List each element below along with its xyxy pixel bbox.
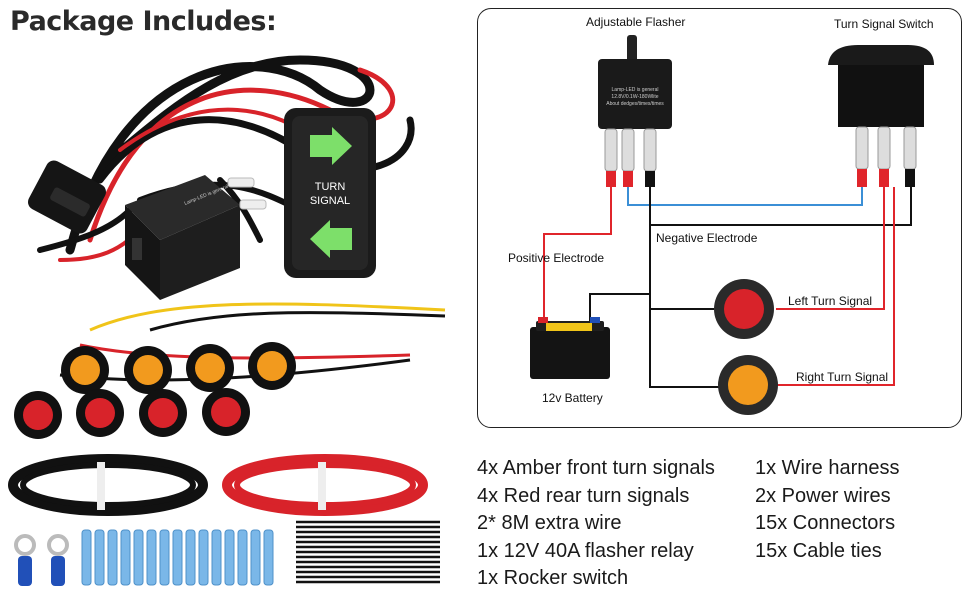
list-item: 1x 12V 40A flasher relay bbox=[477, 539, 694, 562]
negative-label: Negative Electrode bbox=[656, 231, 758, 245]
list-item: 1x Wire harness bbox=[755, 457, 900, 479]
arrow-left-icon bbox=[310, 220, 352, 258]
ring-terminals bbox=[14, 534, 69, 586]
page-title: Package Includes: bbox=[10, 6, 277, 37]
flasher-label: Adjustable Flasher bbox=[586, 15, 686, 29]
flasher-switch-wire bbox=[627, 187, 863, 206]
connector-pair bbox=[227, 177, 267, 210]
wiring-diagram: Lamp-LED is general 12.8V/0.1W-180Wlite … bbox=[477, 8, 962, 428]
switch-ground-wire bbox=[650, 187, 912, 226]
items-list-left: 4x Amber front turn signals 4x Red rear … bbox=[477, 455, 715, 593]
heat-shrink-connectors bbox=[81, 529, 274, 586]
list-item: 15x Cable ties bbox=[755, 539, 882, 562]
adjustable-flasher: Lamp-LED is general 12.8V/0.1W-180Wlite … bbox=[598, 35, 672, 187]
right-turn-light bbox=[718, 355, 778, 415]
flasher-chip-text-3: About dedges/times/times bbox=[606, 101, 664, 107]
flasher-chip-text-1: Lamp-LED is general bbox=[612, 87, 659, 93]
right-signal-label: Right Turn Signal bbox=[796, 370, 889, 384]
flasher-chip-text-2: 12.8V/0.1W-180Wlite bbox=[611, 94, 658, 100]
rocker-switch: TURN SIGNAL bbox=[284, 108, 376, 278]
left-turn-light bbox=[714, 279, 774, 339]
turn-signal-switch bbox=[828, 45, 934, 187]
list-item: 2x Power wires bbox=[755, 484, 891, 507]
items-list-right: 1x Wire harness 2x Power wires 15x Conne… bbox=[755, 455, 900, 565]
red-lights bbox=[14, 388, 250, 439]
left-signal-wire bbox=[776, 187, 885, 310]
amber-lights bbox=[61, 342, 296, 394]
switch-label-line1: TURN bbox=[315, 181, 346, 193]
list-item: 1x Rocker switch bbox=[477, 567, 629, 589]
cable-ties bbox=[296, 520, 440, 584]
arrow-right-icon bbox=[310, 127, 352, 165]
list-item: 2* 8M extra wire bbox=[477, 512, 622, 534]
list-item: 4x Amber front turn signals bbox=[477, 457, 715, 479]
battery-negative-wire bbox=[589, 293, 650, 327]
list-item: 4x Red rear turn signals bbox=[477, 484, 690, 507]
wiring-diagram-graphic: Lamp-LED is general 12.8V/0.1W-180Wlite … bbox=[530, 35, 934, 415]
right-signal-wire bbox=[776, 187, 895, 386]
product-photo: Lamp-LED is general TURN SIGNAL bbox=[8, 55, 446, 586]
left-signal-label: Left Turn Signal bbox=[788, 294, 873, 308]
battery-label: 12v Battery bbox=[542, 391, 603, 405]
switch-label: Turn Signal Switch bbox=[834, 17, 934, 31]
flasher-relay: Lamp-LED is general bbox=[125, 175, 240, 300]
fuse-holder bbox=[28, 160, 106, 234]
list-item: 15x Connectors bbox=[755, 512, 896, 534]
black-wire-coil bbox=[8, 454, 208, 516]
positive-wire bbox=[543, 187, 612, 327]
battery bbox=[530, 317, 610, 379]
switch-label-line2: SIGNAL bbox=[310, 195, 350, 207]
negative-wire bbox=[649, 187, 722, 388]
positive-label: Positive Electrode bbox=[508, 251, 605, 265]
red-wire-coil bbox=[222, 454, 428, 516]
